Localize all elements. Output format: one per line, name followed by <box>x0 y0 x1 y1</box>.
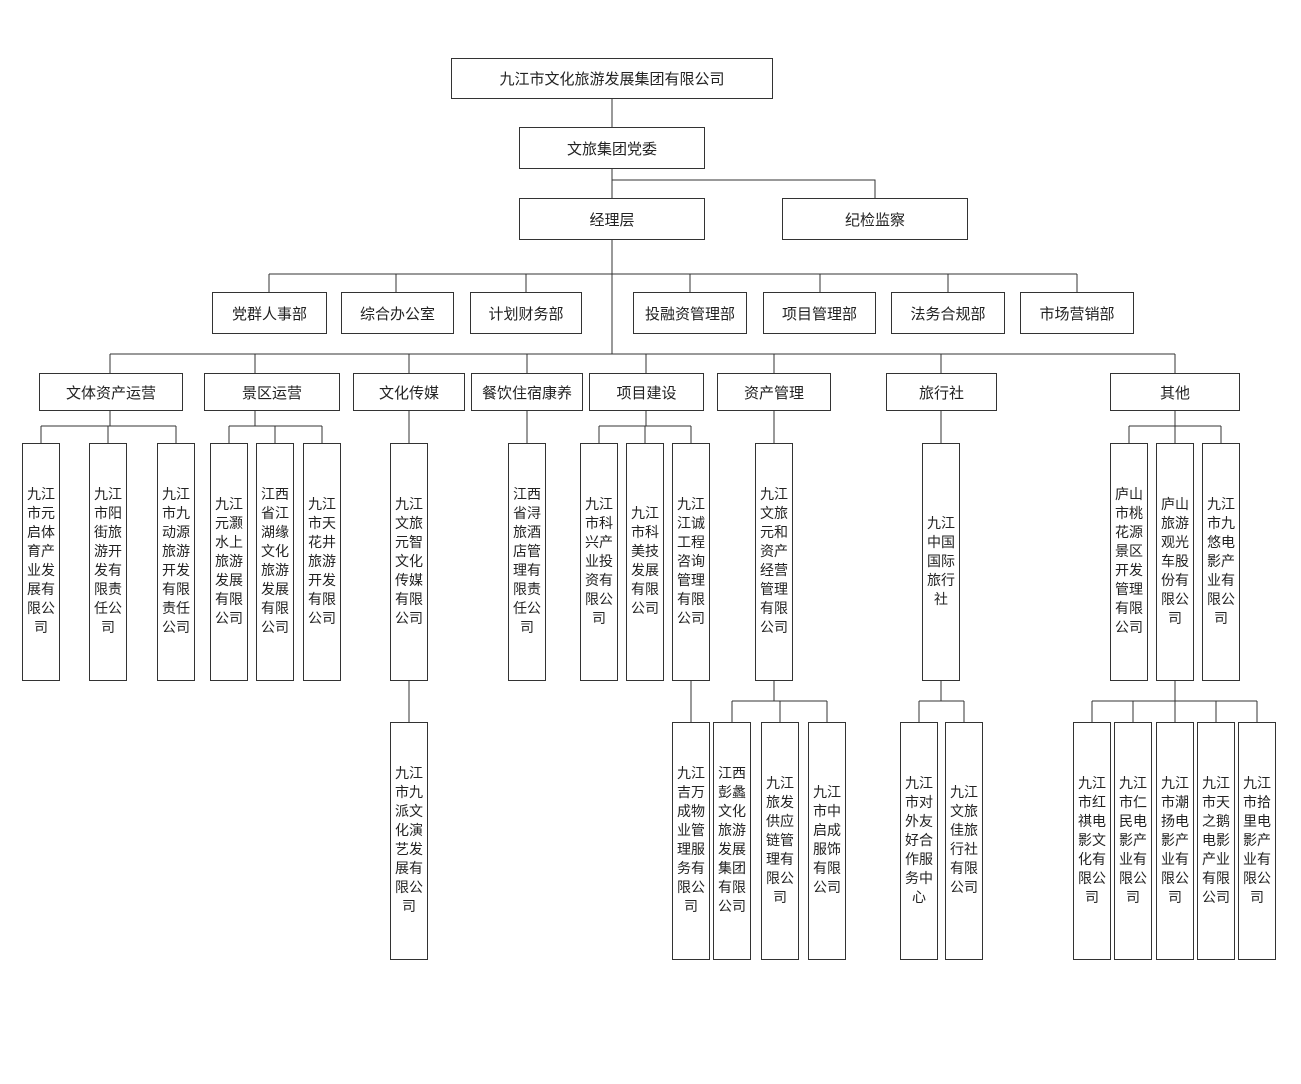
sub-subsidiary-box: 九江吉万成物业管理服务有限公司 <box>672 722 710 960</box>
subsidiary-label: 庐山旅游观光车股份有限公司 <box>1161 496 1189 627</box>
sub-subsidiary-label: 九江吉万成物业管理服务有限公司 <box>677 766 705 915</box>
subsidiary-label: 江西省江湖缘文化旅游发展有限公司 <box>261 487 289 636</box>
company-box: 九江市文化旅游发展集团有限公司 <box>451 58 773 99</box>
sector-label: 景区运营 <box>241 383 302 402</box>
sector-label: 文化传媒 <box>378 383 439 402</box>
sector-label: 其他 <box>1159 383 1190 402</box>
sub-subsidiary-label: 九江市拾里电影产业有限公司 <box>1243 775 1271 906</box>
subsidiary-label: 九江市元启体育产业发展有限公司 <box>27 487 55 636</box>
party-committee-box: 文旅集团党委 <box>519 127 705 169</box>
sub-subsidiary-box: 九江文旅佳旅行社有限公司 <box>945 722 983 960</box>
subsidiary-box: 九江市天花井旅游开发有限公司 <box>303 443 341 681</box>
sub-subsidiary-label: 九江市红祺电影文化有限公司 <box>1078 775 1106 906</box>
sub-subsidiary-label: 九江文旅佳旅行社有限公司 <box>950 785 978 896</box>
sub-subsidiary-box: 九江市红祺电影文化有限公司 <box>1073 722 1111 960</box>
department-label: 计划财务部 <box>488 304 564 323</box>
sector-label: 餐饮住宿康养 <box>481 383 572 402</box>
party-committee-label: 文旅集团党委 <box>566 139 657 158</box>
sub-subsidiary-label: 九江市仁民电影产业有限公司 <box>1119 775 1147 906</box>
department-label: 市场营销部 <box>1039 304 1115 323</box>
subsidiary-label: 庐山市桃花源景区开发管理有限公司 <box>1115 487 1143 636</box>
management-box: 经理层 <box>519 198 705 240</box>
sector-box: 文体资产运营 <box>39 373 183 411</box>
subsidiary-label: 江西省浔旅酒店管理有限责任公司 <box>513 487 541 636</box>
sub-subsidiary-box: 九江市对外友好合作服务中心 <box>900 722 938 960</box>
sub-subsidiary-box: 九江市天之鹅电影产业有限公司 <box>1197 722 1235 960</box>
sector-box: 项目建设 <box>589 373 704 411</box>
subsidiary-label: 九江市科美技发展有限公司 <box>631 506 659 617</box>
sub-subsidiary-label: 九江市对外友好合作服务中心 <box>905 775 933 906</box>
company-label: 九江市文化旅游发展集团有限公司 <box>499 70 725 88</box>
department-label: 项目管理部 <box>781 304 857 323</box>
subsidiary-box: 九江市阳街旅游开发有限责任公司 <box>89 443 127 681</box>
subsidiary-box: 九江市科兴产业投资有限公司 <box>580 443 618 681</box>
department-label: 党群人事部 <box>231 304 307 323</box>
discipline-label: 纪检监察 <box>844 210 905 229</box>
sub-subsidiary-box: 江西彭蠡文化旅游发展集团有限公司 <box>713 722 751 960</box>
subsidiary-box: 九江中国国际旅行社 <box>922 443 960 681</box>
department-label: 投融资管理部 <box>644 304 735 323</box>
sub-subsidiary-label: 九江市潮扬电影产业有限公司 <box>1161 775 1189 906</box>
sub-subsidiary-box: 九江市九派文化演艺发展有限公司 <box>390 722 428 960</box>
sub-subsidiary-box: 九江市仁民电影产业有限公司 <box>1114 722 1152 960</box>
sector-box: 文化传媒 <box>353 373 465 411</box>
subsidiary-box: 江西省浔旅酒店管理有限责任公司 <box>508 443 546 681</box>
sector-box: 其他 <box>1110 373 1240 411</box>
subsidiary-box: 九江市九动源旅游开发有限责任公司 <box>157 443 195 681</box>
subsidiary-label: 九江江诚工程咨询管理有限公司 <box>677 496 705 627</box>
sub-subsidiary-box: 九江旅发供应链管理有限公司 <box>761 722 799 960</box>
sub-subsidiary-label: 九江市天之鹅电影产业有限公司 <box>1202 775 1230 906</box>
subsidiary-box: 九江市科美技发展有限公司 <box>626 443 664 681</box>
department-box: 项目管理部 <box>763 292 876 334</box>
subsidiary-label: 九江元灏水上旅游发展有限公司 <box>215 496 243 627</box>
department-box: 综合办公室 <box>341 292 454 334</box>
subsidiary-label: 九江中国国际旅行社 <box>927 515 955 608</box>
subsidiary-label: 九江市九动源旅游开发有限责任公司 <box>162 487 190 636</box>
sub-subsidiary-box: 九江市拾里电影产业有限公司 <box>1238 722 1276 960</box>
sector-label: 文体资产运营 <box>65 383 156 402</box>
sector-box: 旅行社 <box>886 373 997 411</box>
sector-box: 餐饮住宿康养 <box>471 373 583 411</box>
sub-subsidiary-label: 九江市九派文化演艺发展有限公司 <box>395 766 423 915</box>
sub-subsidiary-box: 九江市中启成服饰有限公司 <box>808 722 846 960</box>
department-box: 党群人事部 <box>212 292 327 334</box>
management-label: 经理层 <box>589 210 635 229</box>
subsidiary-box: 庐山旅游观光车股份有限公司 <box>1156 443 1194 681</box>
department-label: 综合办公室 <box>359 304 435 323</box>
subsidiary-label: 九江文旅元智文化传媒有限公司 <box>395 496 423 627</box>
subsidiary-box: 九江文旅元和资产经营管理有限公司 <box>755 443 793 681</box>
sub-subsidiary-label: 九江市中启成服饰有限公司 <box>813 785 841 896</box>
department-box: 计划财务部 <box>470 292 582 334</box>
sub-subsidiary-label: 江西彭蠡文化旅游发展集团有限公司 <box>718 766 746 915</box>
subsidiary-box: 九江文旅元智文化传媒有限公司 <box>390 443 428 681</box>
sector-label: 资产管理 <box>743 383 804 402</box>
department-box: 投融资管理部 <box>633 292 747 334</box>
sector-label: 项目建设 <box>616 383 677 402</box>
subsidiary-box: 九江元灏水上旅游发展有限公司 <box>210 443 248 681</box>
sub-subsidiary-box: 九江市潮扬电影产业有限公司 <box>1156 722 1194 960</box>
department-box: 市场营销部 <box>1020 292 1134 334</box>
subsidiary-label: 九江文旅元和资产经营管理有限公司 <box>760 487 788 636</box>
subsidiary-label: 九江市科兴产业投资有限公司 <box>585 496 613 627</box>
discipline-box: 纪检监察 <box>782 198 968 240</box>
sector-label: 旅行社 <box>918 383 964 402</box>
subsidiary-box: 江西省江湖缘文化旅游发展有限公司 <box>256 443 294 681</box>
sector-box: 资产管理 <box>717 373 831 411</box>
subsidiary-box: 九江市九悠电影产业有限公司 <box>1202 443 1240 681</box>
sub-subsidiary-label: 九江旅发供应链管理有限公司 <box>766 775 794 906</box>
sector-box: 景区运营 <box>204 373 340 411</box>
department-box: 法务合规部 <box>891 292 1005 334</box>
subsidiary-box: 九江市元启体育产业发展有限公司 <box>22 443 60 681</box>
subsidiary-box: 庐山市桃花源景区开发管理有限公司 <box>1110 443 1148 681</box>
department-label: 法务合规部 <box>910 304 986 323</box>
subsidiary-box: 九江江诚工程咨询管理有限公司 <box>672 443 710 681</box>
subsidiary-label: 九江市阳街旅游开发有限责任公司 <box>94 487 122 636</box>
subsidiary-label: 九江市天花井旅游开发有限公司 <box>308 496 336 627</box>
subsidiary-label: 九江市九悠电影产业有限公司 <box>1207 496 1235 627</box>
